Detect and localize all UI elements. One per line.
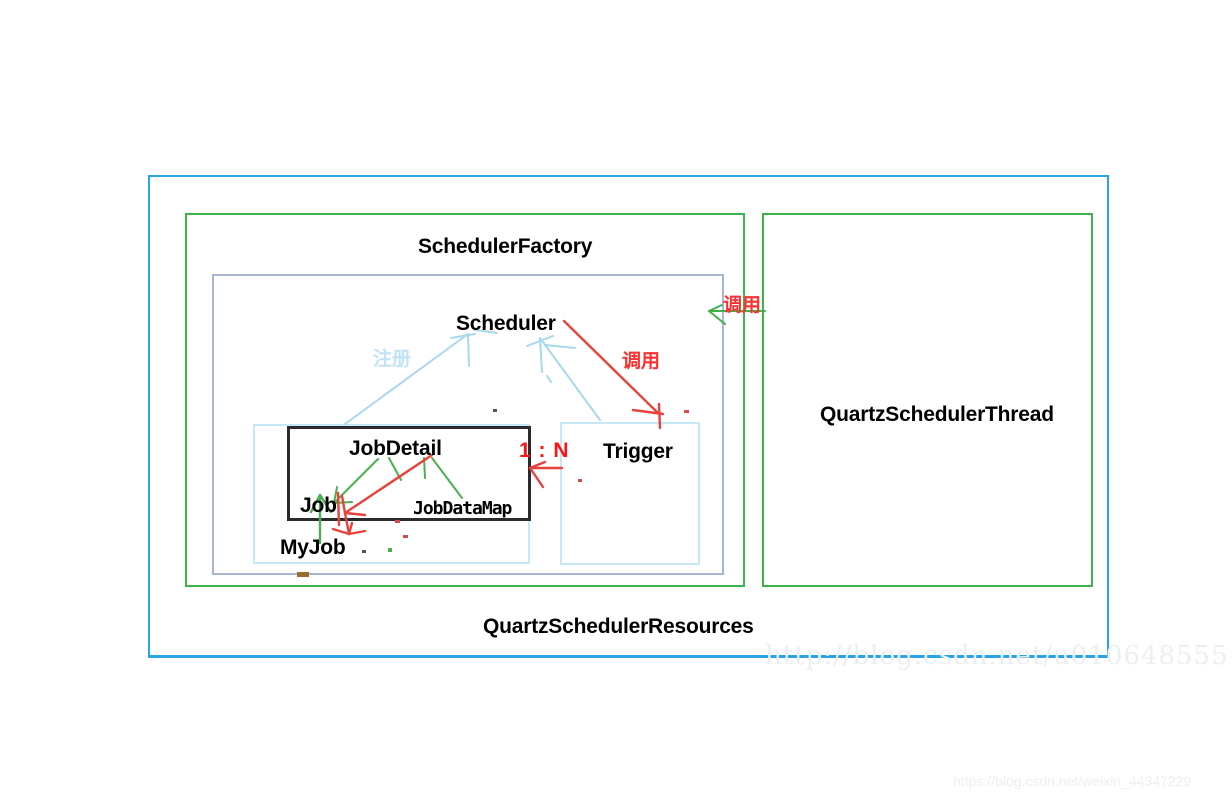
label-myjob: MyJob xyxy=(280,536,346,559)
box-trigger xyxy=(560,422,700,565)
box-scheduler-container xyxy=(212,274,724,575)
label-scheduler: Scheduler xyxy=(456,312,556,335)
artifact-speck xyxy=(388,548,392,552)
label-jobdatamap: JobDataMap xyxy=(413,498,512,519)
annotation-call-scheduler-trigger: 调用 xyxy=(622,351,661,372)
annotation-call-thread-scheduler: 调用 xyxy=(723,295,762,316)
label-trigger: Trigger xyxy=(603,440,673,463)
artifact-speck xyxy=(362,550,366,553)
annotation-register: 注册 xyxy=(373,349,412,370)
label-quartz-scheduler-resources: QuartzSchedulerResources xyxy=(483,615,754,638)
label-jobdetail: JobDetail xyxy=(349,437,442,460)
artifact-speck xyxy=(493,409,497,412)
artifact-speck xyxy=(684,410,689,413)
label-job: Job xyxy=(300,494,337,517)
artifact-speck xyxy=(403,535,408,538)
watermark-main: http://blog.csdn.net/u010648555 xyxy=(765,641,1229,671)
watermark-corner: https://blog.csdn.net/weixin_44347229 xyxy=(953,773,1192,789)
annotation-ratio-one-to-n: 1 : N xyxy=(519,439,570,462)
artifact-speck xyxy=(578,479,582,482)
box-scheduler-factory xyxy=(185,213,745,587)
label-scheduler-factory: SchedulerFactory xyxy=(418,235,593,258)
artifact-speck xyxy=(395,520,400,523)
label-quartz-scheduler-thread: QuartzSchedulerThread xyxy=(820,403,1054,426)
box-quartz-scheduler-thread xyxy=(762,213,1093,587)
artifact-clipped-text xyxy=(297,572,309,577)
